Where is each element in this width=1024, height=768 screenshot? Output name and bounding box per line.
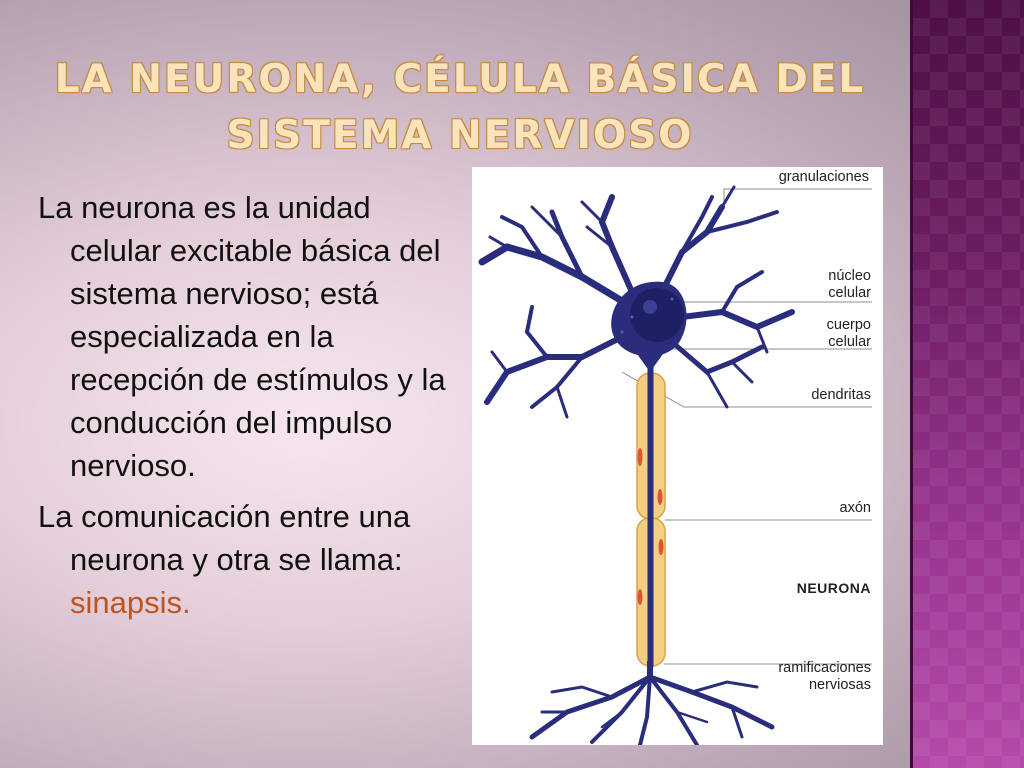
side-band-edge: [910, 0, 913, 768]
neuron-diagram: granulaciones núcleo celular cuerpo celu…: [472, 167, 883, 745]
label-nucleo-line2: celular: [828, 285, 871, 301]
synapse-sentence: La comunicación entre una neurona y otra…: [38, 499, 411, 577]
paragraph-neuron-definition: La neurona es la unidad celular excitabl…: [38, 190, 446, 483]
paragraph-synapse: La comunicación entre una neurona y otra…: [38, 495, 458, 624]
label-neurona: NEURONA: [796, 580, 871, 596]
synapse-term: sinapsis.: [70, 585, 191, 620]
label-nucleo-line1: núcleo: [828, 268, 871, 284]
terminal-branches: [529, 659, 775, 745]
label-ramificaciones-line2: nerviosas: [808, 677, 871, 693]
label-dendritas: dendritas: [811, 387, 871, 403]
label-ramificaciones-line1: ramificaciones: [778, 660, 871, 676]
label-axon: axón: [839, 500, 871, 516]
label-cuerpo-line2: celular: [828, 334, 871, 350]
label-granulaciones: granulaciones: [778, 169, 869, 185]
cell-body: [611, 281, 687, 372]
neuron-illustration: [478, 185, 872, 745]
dendrites: [478, 185, 795, 419]
body-text: La neurona es la unidad celular excitabl…: [38, 186, 458, 632]
slide-title: La neurona, célula básica del sistema ne…: [54, 57, 866, 158]
axon: [636, 367, 666, 667]
label-cuerpo-line1: cuerpo: [826, 317, 871, 333]
decorative-side-band: [912, 0, 1024, 768]
